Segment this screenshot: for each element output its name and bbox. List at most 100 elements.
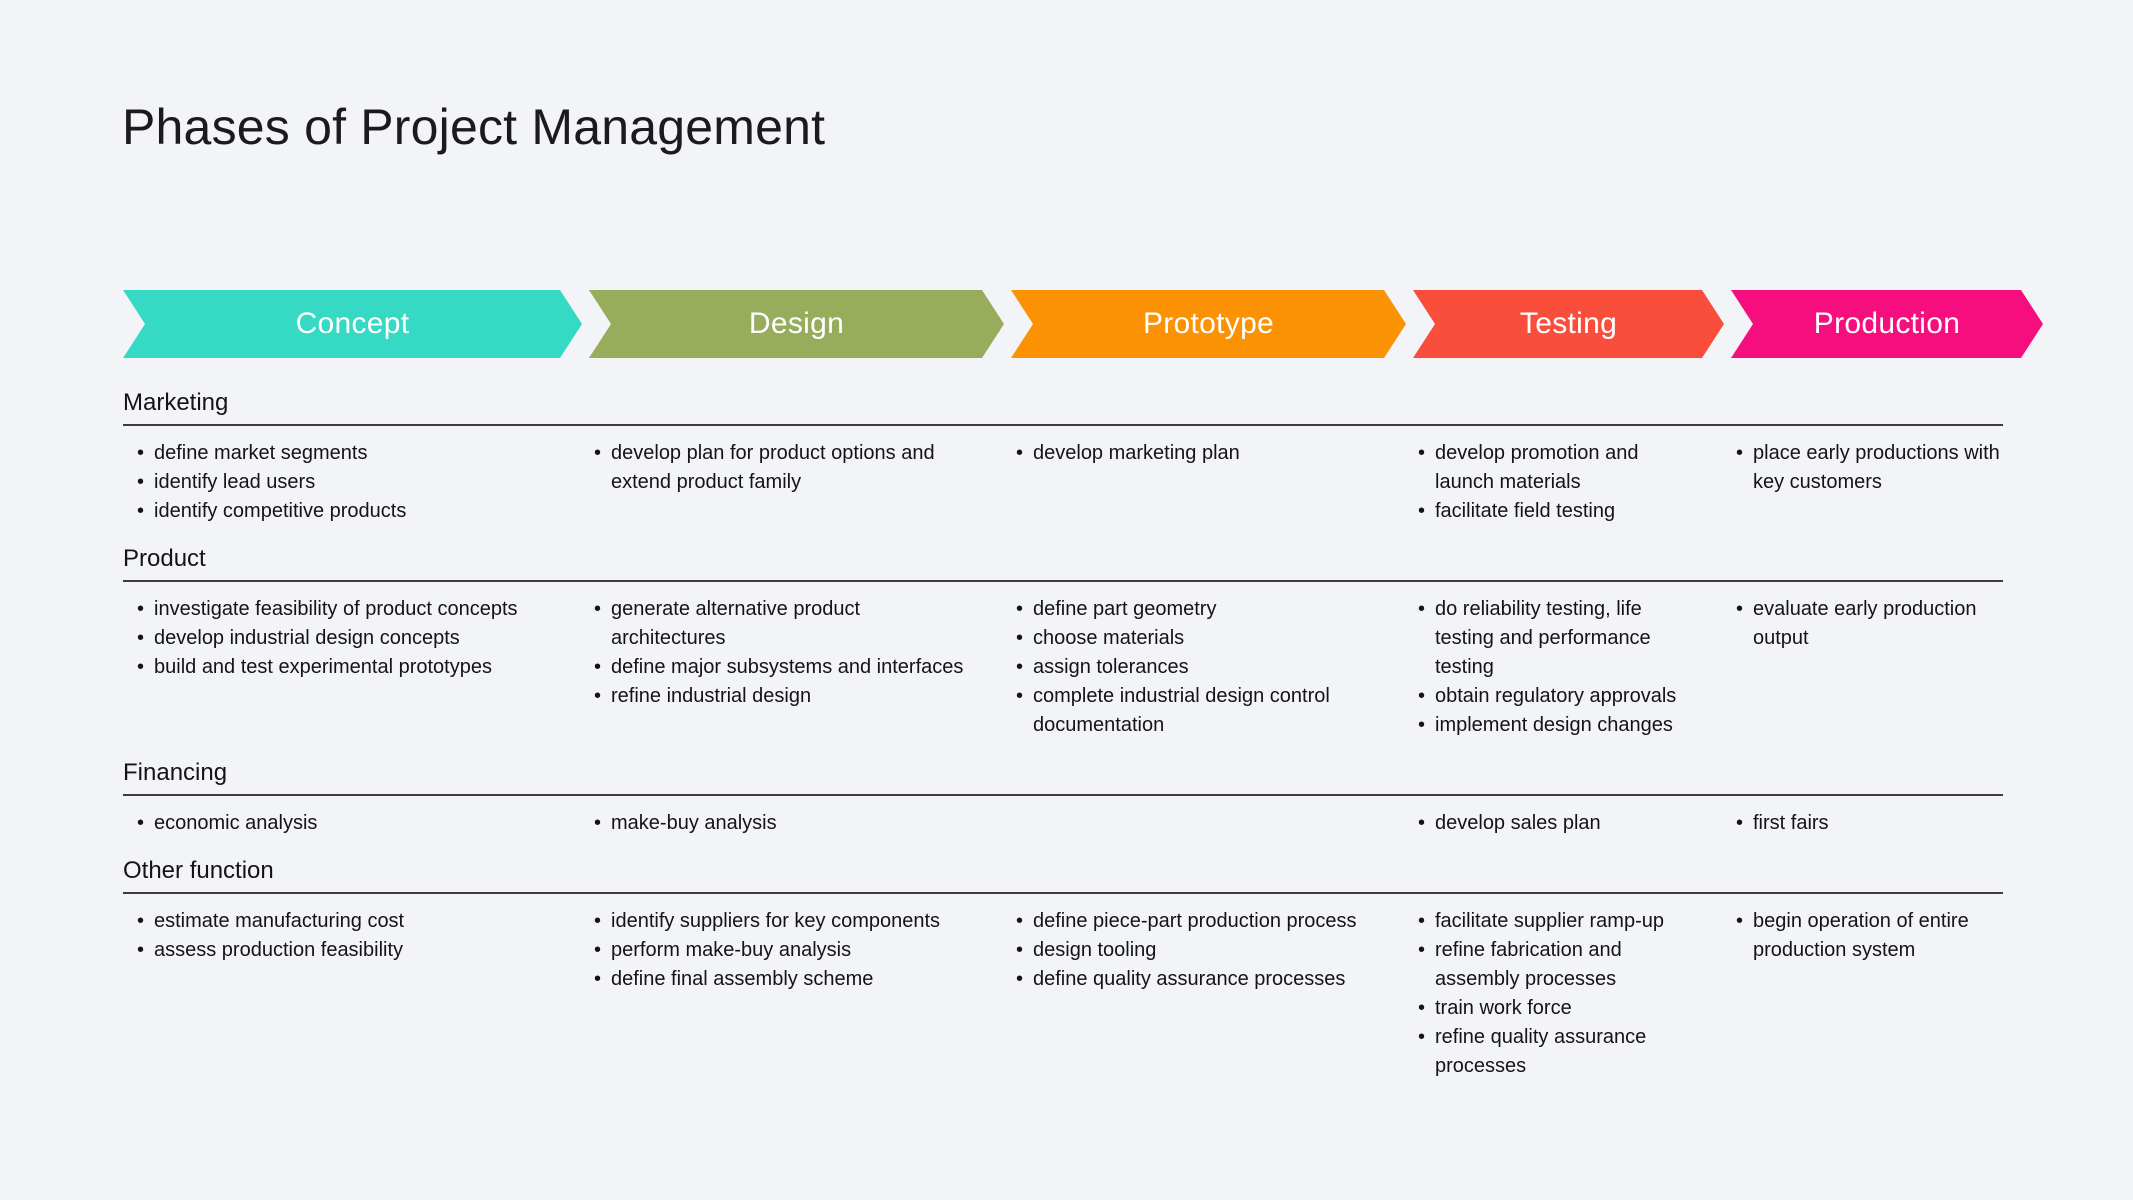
bullet-item: develop promotion and launch materials — [1418, 439, 1686, 497]
section-cell: develop plan for product options and ext… — [580, 436, 1002, 526]
section-cell: place early productions with key custome… — [1722, 436, 2043, 526]
section-cell: generate alternative product architectur… — [580, 592, 1002, 740]
bullet-list: develop marketing plan — [1016, 439, 1368, 468]
bullet-list: estimate manufacturing cost assess produ… — [137, 907, 544, 965]
section-cell: begin operation of entire production sys… — [1722, 904, 2043, 1081]
bullet-text: facilitate field testing — [1435, 500, 1616, 522]
bullet-text: economic analysis — [154, 812, 318, 834]
bullet-list: begin operation of entire production sys… — [1736, 907, 2007, 965]
bullet-list: place early productions with key custome… — [1736, 439, 2007, 497]
bullet-list: generate alternative product architectur… — [594, 595, 966, 711]
bullet-text: define piece-part production process — [1033, 910, 1357, 932]
bullet-text: evaluate early production output — [1753, 598, 1977, 649]
bullet-text: complete industrial design control docum… — [1033, 685, 1330, 736]
bullet-item: refine industrial design — [594, 682, 966, 711]
bullet-list: make-buy analysis — [594, 809, 966, 838]
phase-table: Marketing define market segments identif… — [123, 388, 2043, 1099]
phase-arrow-label: Testing — [1519, 307, 1618, 340]
bullet-text: refine industrial design — [611, 685, 812, 707]
bullet-list: define market segments identify lead use… — [137, 439, 544, 526]
bullet-item: develop sales plan — [1418, 809, 1686, 838]
bullet-text: obtain regulatory approvals — [1435, 685, 1677, 707]
bullet-item: define final assembly scheme — [594, 965, 966, 994]
bullet-item: economic analysis — [137, 809, 544, 838]
section-cell: define part geometry choose materials as… — [1002, 592, 1404, 740]
section-divider — [123, 580, 2003, 582]
section-cell: facilitate supplier ramp-up refine fabri… — [1404, 904, 1722, 1081]
phase-arrow-label: Production — [1813, 307, 1961, 340]
bullet-item: define market segments — [137, 439, 544, 468]
phase-arrow-design: Design — [589, 290, 1004, 358]
bullet-text: develop plan for product options and ext… — [611, 442, 935, 493]
bullet-item: build and test experimental prototypes — [137, 653, 544, 682]
bullet-item: do reliability testing, life testing and… — [1418, 595, 1686, 682]
bullet-list: first fairs — [1736, 809, 2007, 838]
phase-arrow-band: Concept Design Prototype Testing Product… — [123, 290, 2043, 358]
section-cell: define market segments identify lead use… — [123, 436, 580, 526]
section-cell: define piece-part production process des… — [1002, 904, 1404, 1081]
bullet-text: build and test experimental prototypes — [154, 656, 492, 678]
section-cell: evaluate early production output — [1722, 592, 2043, 740]
bullet-list: develop plan for product options and ext… — [594, 439, 966, 497]
bullet-item: place early productions with key custome… — [1736, 439, 2007, 497]
bullet-text: facilitate supplier ramp-up — [1435, 910, 1664, 932]
bullet-text: place early productions with key custome… — [1753, 442, 2000, 493]
bullet-text: refine quality assurance processes — [1435, 1026, 1647, 1077]
bullet-item: facilitate field testing — [1418, 497, 1686, 526]
bullet-item: facilitate supplier ramp-up — [1418, 907, 1686, 936]
section-cell: do reliability testing, life testing and… — [1404, 592, 1722, 740]
section-product: Product investigate feasibility of produ… — [123, 544, 2043, 740]
bullet-text: develop promotion and launch materials — [1435, 442, 1639, 493]
bullet-item: develop marketing plan — [1016, 439, 1368, 468]
bullet-list: economic analysis — [137, 809, 544, 838]
section-divider — [123, 892, 2003, 894]
phase-arrow-concept: Concept — [123, 290, 582, 358]
bullet-item: develop industrial design concepts — [137, 624, 544, 653]
bullet-list: facilitate supplier ramp-up refine fabri… — [1418, 907, 1686, 1081]
bullet-list: define piece-part production process des… — [1016, 907, 1368, 994]
bullet-item: design tooling — [1016, 936, 1368, 965]
bullet-item: define quality assurance processes — [1016, 965, 1368, 994]
section-title: Marketing — [123, 389, 229, 416]
bullet-item: first fairs — [1736, 809, 2007, 838]
bullet-item: define major subsystems and interfaces — [594, 653, 966, 682]
bullet-item: refine fabrication and assembly processe… — [1418, 936, 1686, 994]
bullet-list: evaluate early production output — [1736, 595, 2007, 653]
bullet-text: implement design changes — [1435, 714, 1673, 736]
bullet-item: make-buy analysis — [594, 809, 966, 838]
bullet-item: assign tolerances — [1016, 653, 1368, 682]
bullet-text: develop industrial design concepts — [154, 627, 460, 649]
bullet-text: begin operation of entire production sys… — [1753, 910, 1969, 961]
bullet-text: assess production feasibility — [154, 939, 404, 961]
section-divider — [123, 794, 2003, 796]
section-row: economic analysis make-buy analysis deve… — [123, 806, 2043, 838]
section-cell: develop promotion and launch materials f… — [1404, 436, 1722, 526]
section-other-function: Other function estimate manufacturing co… — [123, 856, 2043, 1081]
bullet-item: identify competitive products — [137, 497, 544, 526]
bullet-item: implement design changes — [1418, 711, 1686, 740]
bullet-text: first fairs — [1753, 812, 1829, 834]
bullet-item: obtain regulatory approvals — [1418, 682, 1686, 711]
bullet-item: define piece-part production process — [1016, 907, 1368, 936]
bullet-text: define major subsystems and interfaces — [611, 656, 964, 678]
bullet-text: train work force — [1435, 997, 1572, 1019]
bullet-text: make-buy analysis — [611, 812, 777, 834]
phase-arrow-testing: Testing — [1413, 290, 1724, 358]
bullet-item: investigate feasibility of product conce… — [137, 595, 544, 624]
bullet-item: refine quality assurance processes — [1418, 1023, 1686, 1081]
section-marketing: Marketing define market segments identif… — [123, 388, 2043, 526]
bullet-text: design tooling — [1033, 939, 1157, 961]
phase-arrow-production: Production — [1731, 290, 2043, 358]
phase-arrow-prototype: Prototype — [1011, 290, 1406, 358]
bullet-list: investigate feasibility of product conce… — [137, 595, 544, 682]
bullet-list: develop sales plan — [1418, 809, 1686, 838]
bullet-item: choose materials — [1016, 624, 1368, 653]
bullet-item: generate alternative product architectur… — [594, 595, 966, 653]
bullet-text: assign tolerances — [1033, 656, 1189, 678]
section-row: estimate manufacturing cost assess produ… — [123, 904, 2043, 1081]
bullet-item: identify suppliers for key components — [594, 907, 966, 936]
section-cell: estimate manufacturing cost assess produ… — [123, 904, 580, 1081]
bullet-text: generate alternative product architectur… — [611, 598, 861, 649]
bullet-item: identify lead users — [137, 468, 544, 497]
